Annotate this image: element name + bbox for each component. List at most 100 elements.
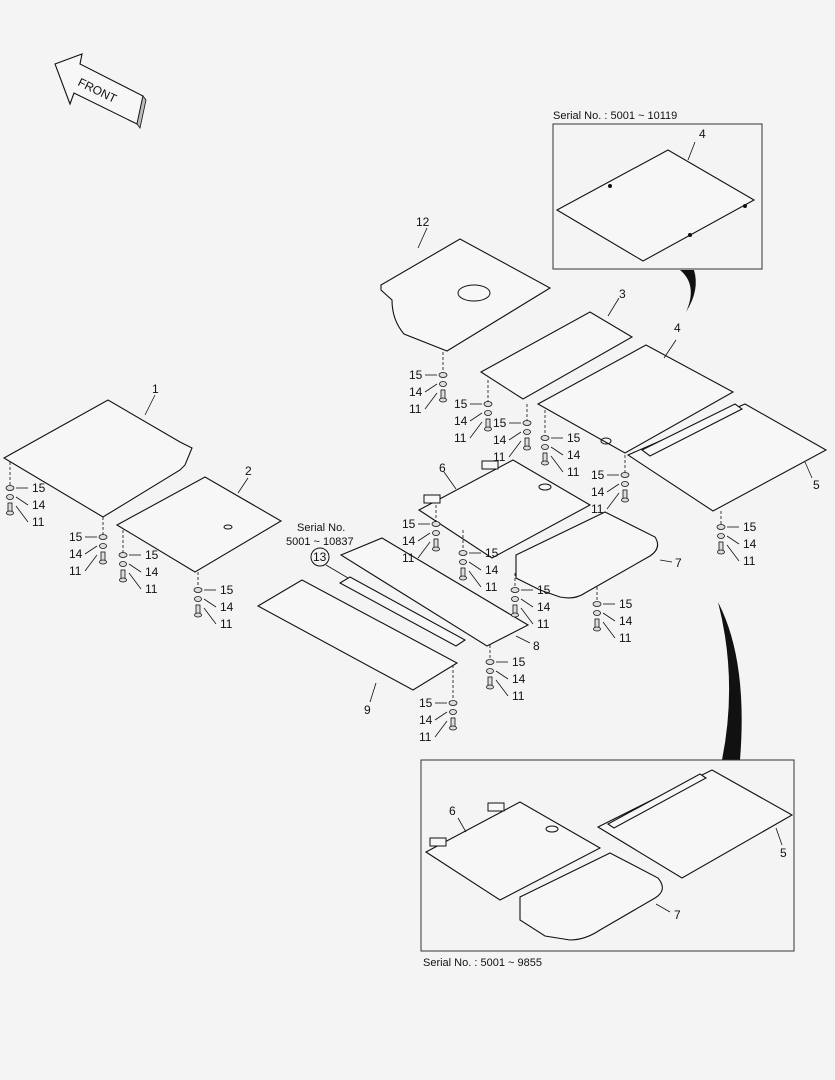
label-spring-washer: 14 (69, 547, 83, 561)
label-spring-washer: 14 (567, 448, 581, 462)
spring-washer-icon (432, 530, 440, 536)
label-bolt: 11 (743, 554, 756, 568)
inset-bottom-part-5: 5 (780, 846, 787, 860)
label-washer: 15 (591, 468, 605, 482)
serial-note-line2: 5001 ~ 10837 (286, 536, 354, 548)
bolt-head-icon (511, 612, 519, 618)
label-part-7: 7 (675, 556, 682, 570)
inset-bottom: 6 5 7 Serial No. : 5001 ~ 9855 (420, 759, 795, 969)
bolt-head-icon (99, 559, 107, 565)
inset-top-serial: Serial No. : 5001 ~ 10119 (553, 110, 677, 122)
label-spring-washer: 14 (409, 385, 423, 399)
label-washer: 15 (69, 530, 83, 544)
inset-top-part-label: 4 (699, 127, 706, 141)
bolt-head-icon (486, 684, 494, 690)
washer-icon (118, 552, 128, 558)
label-bolt: 11 (69, 564, 82, 578)
label-washer: 15 (493, 416, 507, 430)
label-bolt: 11 (567, 465, 580, 479)
label-bolt: 11 (493, 450, 506, 464)
label-bolt: 11 (145, 582, 158, 596)
label-spring-washer: 14 (619, 614, 633, 628)
washer-icon (438, 372, 448, 378)
washer-icon (540, 435, 550, 441)
spring-washer-icon (621, 481, 629, 487)
front-arrow-icon: FRONT (54, 53, 147, 129)
bolt-head-icon (439, 397, 447, 403)
bolt-head-icon (593, 626, 601, 632)
hardware-stack: 15 14 11 (69, 530, 108, 578)
part-9: 9 (256, 579, 459, 717)
part-13: Serial No. 5001 ~ 10837 13 (286, 522, 467, 647)
label-spring-washer: 14 (485, 563, 499, 577)
spring-washer-icon (119, 561, 127, 567)
label-part-6: 6 (439, 461, 446, 475)
washer-icon (510, 587, 520, 593)
label-bolt: 11 (32, 515, 45, 529)
label-bolt: 11 (419, 730, 432, 744)
label-bolt: 11 (591, 502, 604, 516)
bolt-head-icon (523, 445, 531, 451)
part-1: 1 (2, 382, 193, 536)
washer-icon (448, 700, 458, 706)
label-part-9: 9 (364, 703, 371, 717)
washer-icon (592, 601, 602, 607)
label-spring-washer: 14 (591, 485, 605, 499)
spring-washer-icon (439, 381, 447, 387)
spring-washer-icon (593, 610, 601, 616)
label-part-8: 8 (533, 639, 540, 653)
label-part-13: 13 (313, 550, 327, 564)
washer-icon (98, 534, 108, 540)
label-washer: 15 (512, 655, 526, 669)
washer-icon (522, 420, 532, 426)
label-part-2: 2 (245, 464, 252, 478)
part-2: 2 (115, 464, 283, 588)
washer-icon (193, 587, 203, 593)
label-bolt: 11 (512, 689, 525, 703)
spring-washer-icon (99, 543, 107, 549)
label-washer: 15 (32, 481, 46, 495)
inset-bottom-part-6: 6 (449, 804, 456, 818)
spring-washer-icon (194, 596, 202, 602)
label-part-3: 3 (619, 287, 626, 301)
washer-icon (431, 521, 441, 527)
part-12: 12 (380, 215, 552, 376)
label-washer: 15 (567, 431, 581, 445)
label-washer: 15 (402, 517, 416, 531)
hardware-stacks: 15 14 11 15 14 11 15 14 11 15 14 11 15 14 11 15 14 11 15 14… (5, 368, 757, 744)
label-spring-washer: 14 (402, 534, 416, 548)
bolt-head-icon (459, 575, 467, 581)
hardware-stack: 15 14 11 (591, 468, 630, 516)
label-part-4: 4 (674, 321, 681, 335)
part-3: 3 (479, 287, 634, 424)
bolt-head-icon (541, 460, 549, 466)
washer-icon (485, 659, 495, 665)
part-4: 4 (536, 321, 735, 454)
bolt-head-icon (484, 426, 492, 432)
bolt-head-icon (194, 612, 202, 618)
label-spring-washer: 14 (220, 600, 234, 614)
washer-icon (483, 401, 493, 407)
spring-washer-icon (6, 494, 14, 500)
part-7: 7 (514, 511, 682, 603)
label-bolt: 11 (485, 580, 498, 594)
label-part-1: 1 (152, 382, 159, 396)
label-spring-washer: 14 (743, 537, 757, 551)
inset-bottom-part-7: 7 (674, 908, 681, 922)
bolt-head-icon (449, 725, 457, 731)
bolt-head-icon (6, 510, 14, 516)
spring-washer-icon (486, 668, 494, 674)
